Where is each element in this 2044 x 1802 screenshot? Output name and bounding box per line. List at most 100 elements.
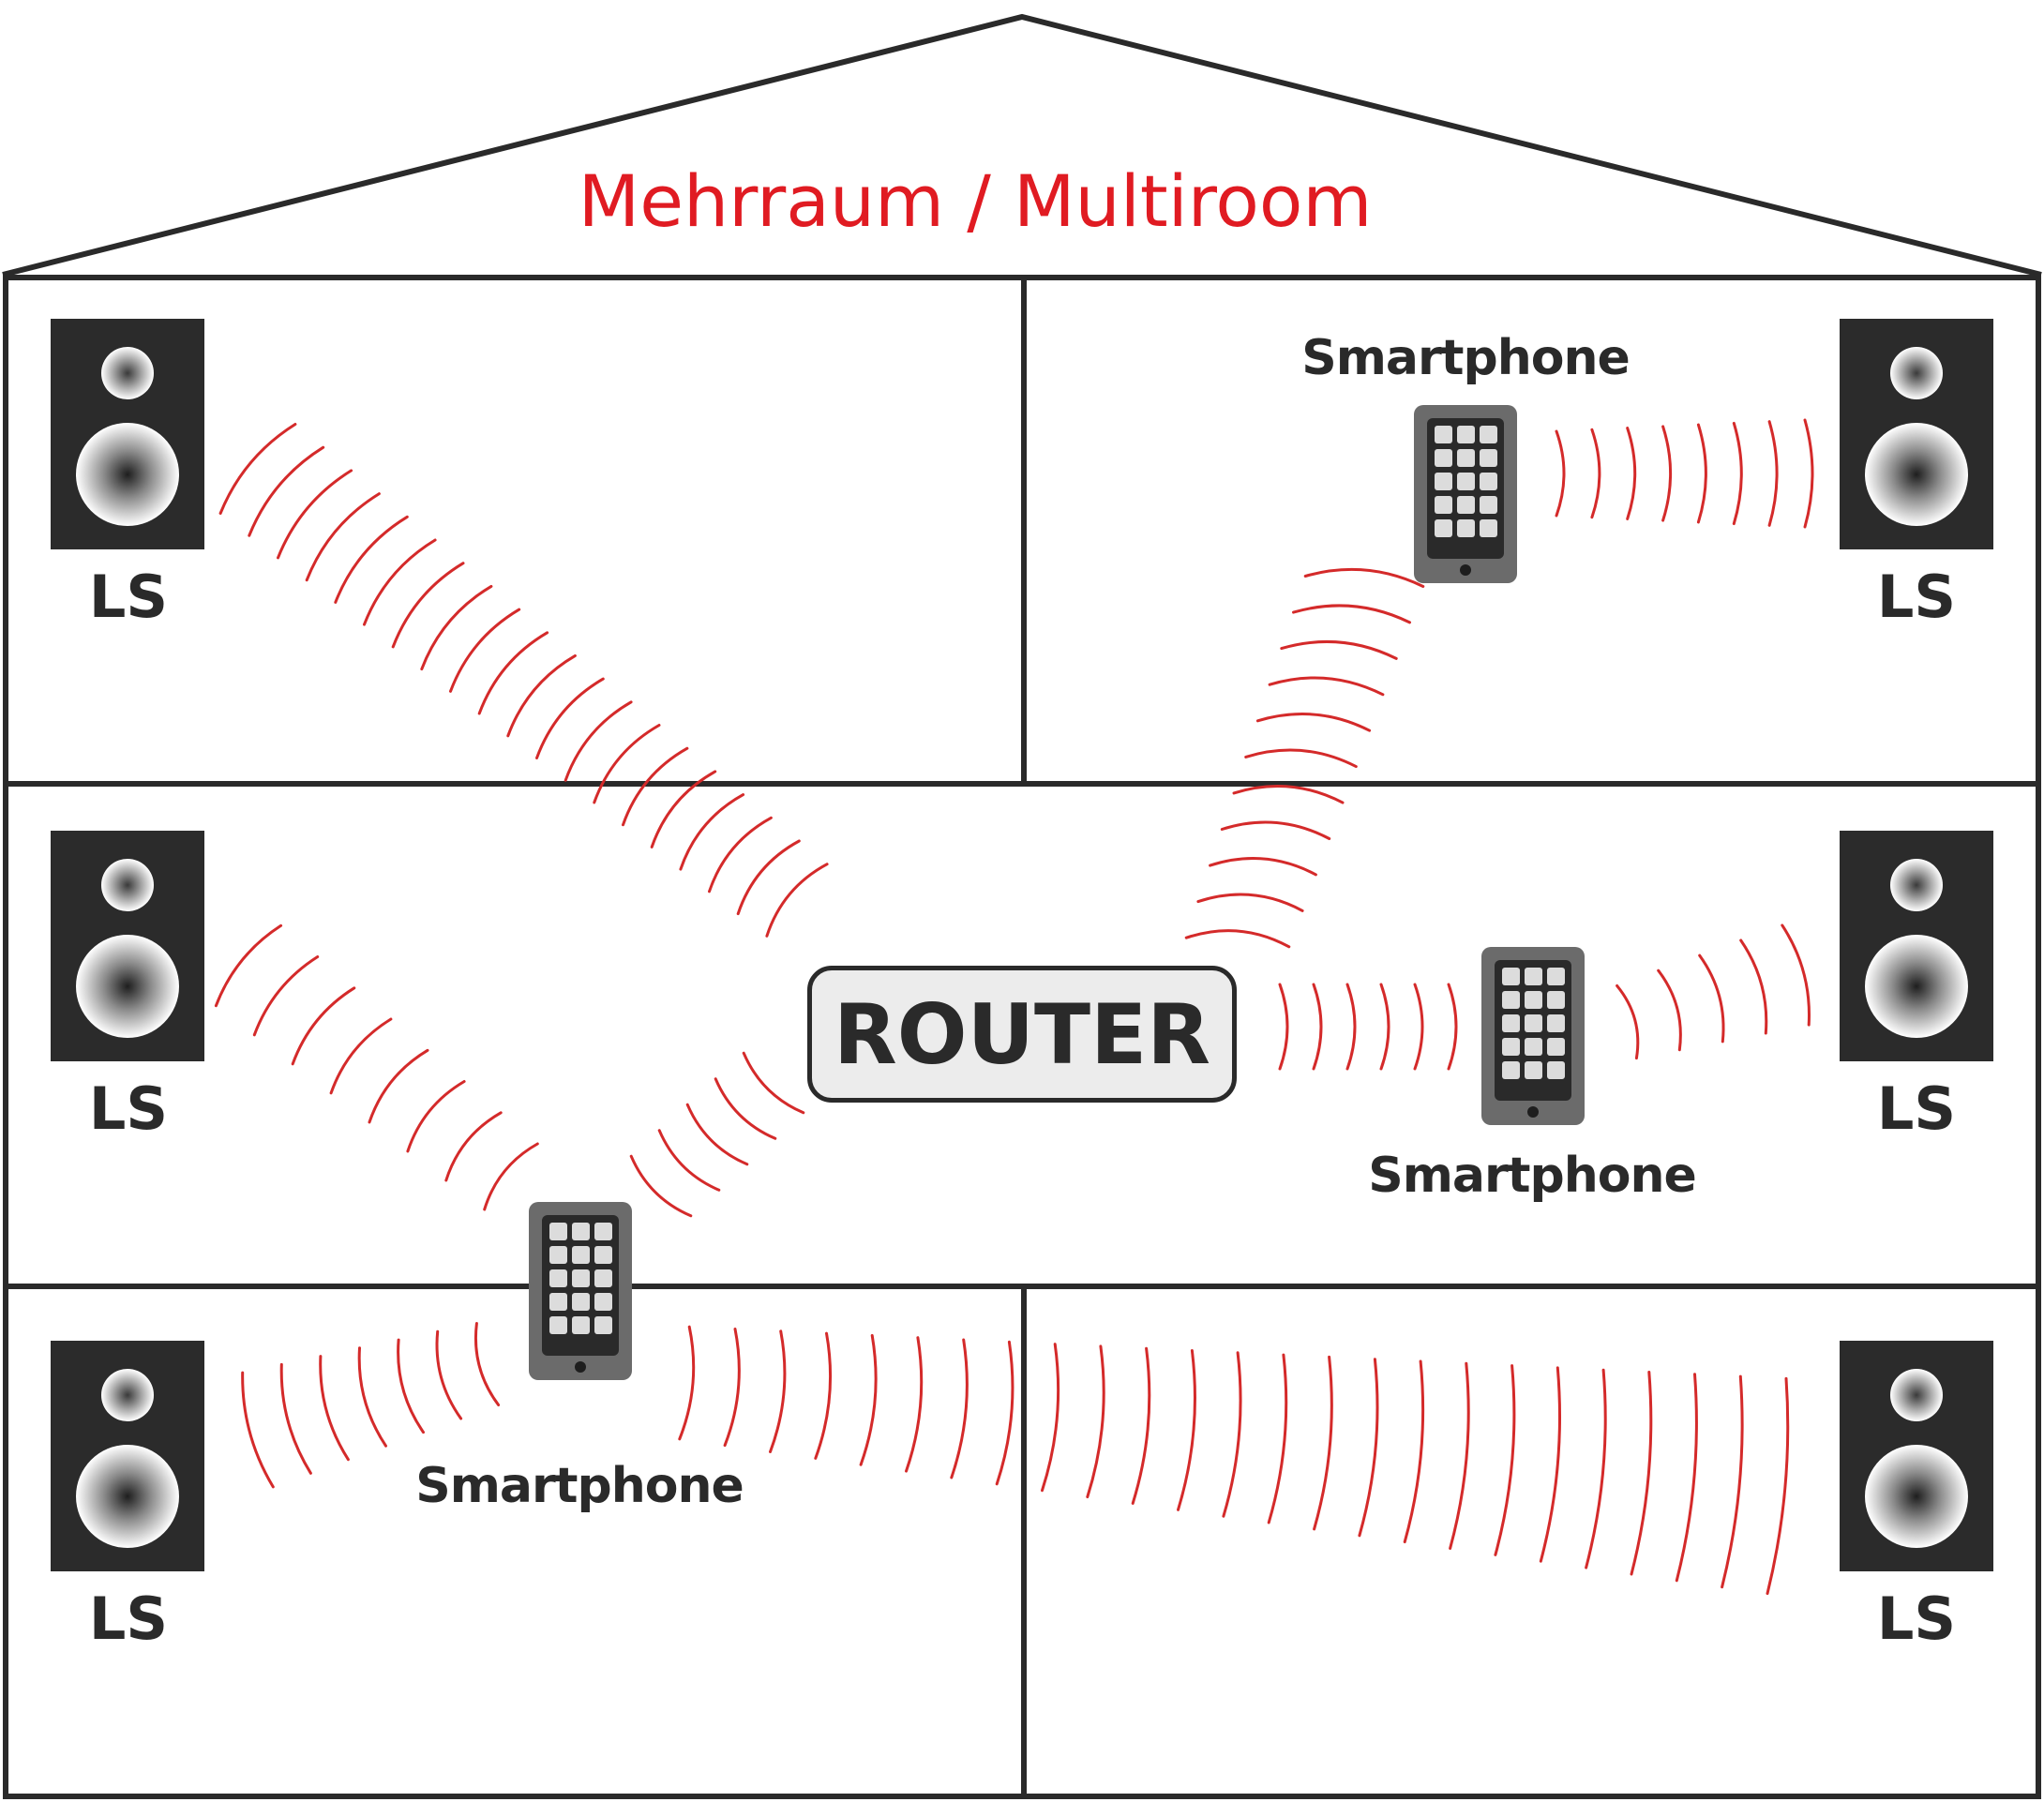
wave-smartphone-to-speaker-bottom-right (1630, 1371, 1653, 1576)
wave-router-to-speaker-top-left (593, 724, 661, 804)
smartphones (529, 405, 1585, 1380)
app-icon (1457, 426, 1475, 443)
diagram-title: Mehrraum / Multiroom (578, 159, 1373, 243)
wave-router-to-speaker-top-left (305, 492, 381, 582)
wave-smartphone-to-speaker-bottom-right (1177, 1349, 1196, 1511)
wave-smartphone-to-speaker-middle-left (444, 1111, 503, 1182)
wave-router-to-speaker-top-left (765, 863, 829, 938)
wave-smartphone-to-speaker-bottom-right (1222, 1351, 1242, 1518)
wave-smartphone-to-speaker-middle-left (368, 1048, 429, 1124)
app-icon (572, 1293, 590, 1311)
app-icon (1457, 449, 1475, 467)
wave-smartphone-to-speaker-middle-right (1657, 969, 1682, 1052)
speaker-woofer-icon (76, 935, 179, 1038)
smartphone-middle-right (1481, 947, 1585, 1125)
wave-router-to-speaker-top-left (248, 445, 325, 537)
wave-router-to-smartphone-bottom-left (714, 1077, 777, 1140)
wave-router-to-smartphone-top-right (1292, 604, 1411, 624)
speaker-woofer-icon (1865, 423, 1968, 526)
app-icon (1525, 1038, 1542, 1056)
wave-smartphone-to-speaker-bottom-right (1766, 1376, 1790, 1596)
wave-smartphone-to-speaker-bottom-right (678, 1325, 696, 1441)
speaker-label-top-left: LS (88, 563, 169, 631)
app-icon (594, 1269, 612, 1287)
app-icon (1480, 449, 1497, 467)
wave-router-to-smartphone-middle-right (1413, 983, 1424, 1071)
speaker-tweeter-icon (101, 347, 154, 399)
app-icon (1502, 1014, 1520, 1032)
app-icon (572, 1316, 590, 1334)
wave-smartphone-to-speaker-top-right (1696, 423, 1707, 524)
wave-router-to-speaker-top-left (679, 793, 745, 871)
wave-router-to-smartphone-top-right (1196, 893, 1304, 912)
wave-smartphone-to-speaker-top-right (1803, 418, 1814, 529)
app-icon (1457, 519, 1475, 537)
app-icon (594, 1316, 612, 1334)
wave-smartphone-to-speaker-bottom-right (1041, 1343, 1060, 1493)
app-icon (1547, 991, 1565, 1009)
wave-smartphone-to-speaker-bottom-left (319, 1355, 350, 1462)
speaker-middle-right (1840, 831, 1993, 1061)
app-icon (1502, 1061, 1520, 1079)
speakers (51, 319, 1993, 1571)
app-icon (1480, 473, 1497, 490)
wave-smartphone-to-speaker-bottom-right (905, 1336, 924, 1473)
wave-router-to-speaker-top-left (391, 562, 465, 649)
wave-router-to-speaker-top-left (622, 746, 689, 827)
wave-smartphone-to-speaker-bottom-right (1403, 1359, 1425, 1544)
wave-smartphone-to-speaker-bottom-right (1585, 1368, 1607, 1569)
wave-router-to-smartphone-top-right (1220, 820, 1331, 840)
wave-smartphone-to-speaker-bottom-right (1086, 1344, 1105, 1499)
wave-smartphone-to-speaker-bottom-right (995, 1340, 1014, 1486)
wave-smartphone-to-speaker-middle-right (1739, 939, 1768, 1035)
app-icon (1547, 1014, 1565, 1032)
speaker-label-middle-right: LS (1876, 1074, 1957, 1143)
wave-smartphone-to-speaker-middle-left (329, 1017, 393, 1095)
app-icon (1547, 1038, 1565, 1056)
speaker-label-bottom-right: LS (1876, 1584, 1957, 1653)
wave-smartphone-to-speaker-bottom-right (1449, 1361, 1470, 1550)
speaker-middle-left (51, 831, 204, 1061)
wave-router-to-smartphone-middle-right (1447, 983, 1458, 1071)
roof (2, 13, 2042, 278)
wave-router-to-smartphone-bottom-left (685, 1103, 749, 1166)
smartphone-label-middle-right: Smartphone (1368, 1148, 1696, 1204)
smartphone-label-top-right: Smartphone (1301, 330, 1630, 386)
wave-smartphone-to-speaker-bottom-left (357, 1346, 387, 1448)
wave-smartphone-to-speaker-bottom-right (1313, 1355, 1333, 1531)
wave-router-to-speaker-top-left (564, 700, 633, 782)
speaker-woofer-icon (1865, 1445, 1968, 1548)
wave-router-to-speaker-top-left (477, 631, 549, 715)
app-icon (549, 1223, 567, 1240)
wave-smartphone-to-speaker-bottom-left (279, 1362, 312, 1475)
app-icon (1502, 991, 1520, 1009)
wave-router-to-smartphone-top-right (1232, 785, 1345, 804)
wave-smartphone-to-speaker-bottom-right (1358, 1358, 1379, 1538)
wave-smartphone-to-speaker-bottom-right (1267, 1353, 1288, 1524)
wave-smartphone-to-speaker-bottom-right (1494, 1364, 1516, 1556)
wave-smartphone-to-speaker-middle-left (252, 955, 320, 1037)
wave-smartphone-to-speaker-top-right (1555, 429, 1566, 518)
app-icon (1525, 1061, 1542, 1079)
app-icon (1435, 426, 1452, 443)
app-icon (549, 1246, 567, 1264)
wave-router-to-smartphone-middle-right (1345, 983, 1357, 1071)
app-icon (572, 1223, 590, 1240)
wave-router-to-speaker-top-left (218, 423, 297, 515)
app-icon (1435, 449, 1452, 467)
speaker-label-top-right: LS (1876, 563, 1957, 631)
wave-router-to-smartphone-middle-right (1312, 983, 1323, 1071)
app-icon (594, 1223, 612, 1240)
wave-smartphone-to-speaker-bottom-left (397, 1338, 425, 1434)
speaker-tweeter-icon (1890, 859, 1943, 911)
app-icon (594, 1293, 612, 1311)
wave-router-to-smartphone-middle-right (1379, 983, 1390, 1071)
wave-smartphone-to-speaker-middle-right (1781, 924, 1811, 1027)
wave-smartphone-to-speaker-top-right (1626, 427, 1637, 520)
router: ROUTER (807, 966, 1237, 1103)
app-icon (1435, 473, 1452, 490)
wave-router-to-speaker-top-left (535, 677, 605, 759)
app-icon (1480, 519, 1497, 537)
speaker-bottom-left (51, 1341, 204, 1571)
